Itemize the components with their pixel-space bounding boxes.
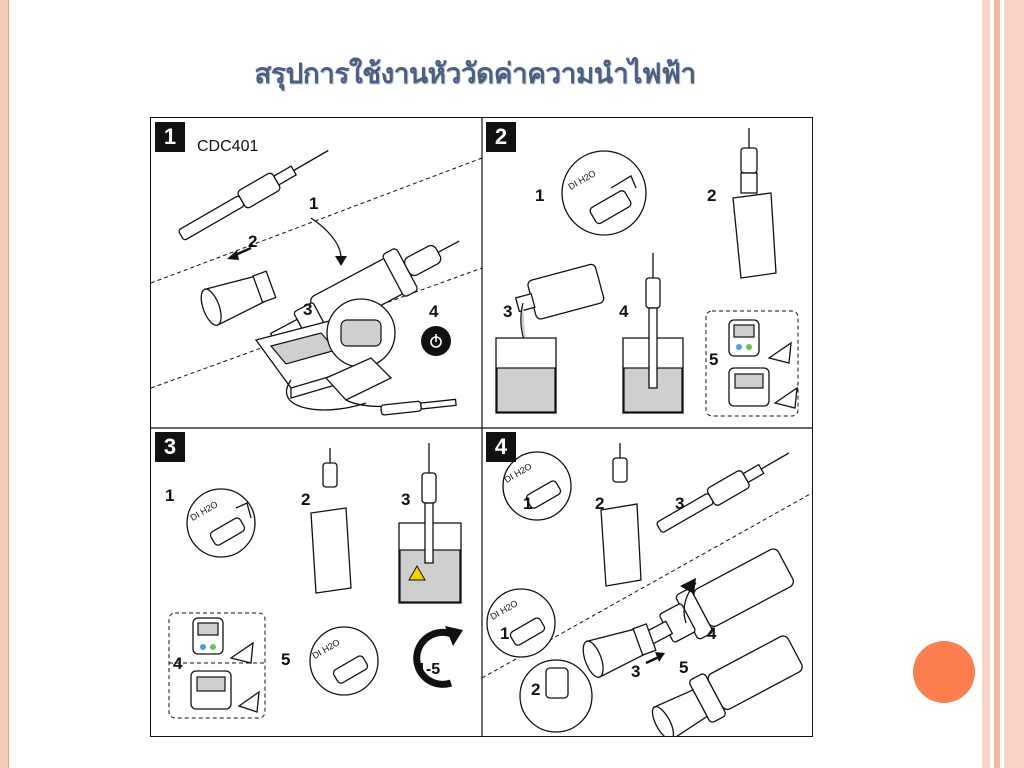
panel-1-number: 1 bbox=[155, 122, 185, 152]
panel-2-step-4: 4 bbox=[619, 302, 629, 321]
panel-1-step-1: 1 bbox=[309, 194, 319, 213]
panel-3-step-4: 4 bbox=[173, 654, 183, 673]
panel-2-step-2: 2 bbox=[707, 186, 717, 205]
slide-title: สรุปการใช้งานหัววัดค่าความนำไฟฟ้า bbox=[254, 57, 696, 90]
panel-3-number: 3 bbox=[155, 432, 185, 462]
panel-4-number: 4 bbox=[486, 432, 516, 462]
panel-2-number: 2 bbox=[486, 122, 516, 152]
panel-2-step-1: 1 bbox=[535, 186, 545, 205]
left-border-stripe bbox=[0, 0, 9, 768]
panel-4-drawing bbox=[481, 443, 812, 736]
right-decor-stripes bbox=[976, 0, 1024, 768]
panel-4-step-1: 1 bbox=[523, 494, 533, 513]
panel-3-drawing bbox=[168, 443, 463, 719]
panel-4-step-3: 3 bbox=[675, 494, 685, 513]
panel-3-step-3: 3 bbox=[401, 490, 411, 509]
panel-3-step-2: 2 bbox=[301, 490, 311, 509]
panel-2-drawing bbox=[495, 128, 799, 417]
repeat-steps-label: 1-5 bbox=[417, 661, 441, 678]
panel-4-step-4: 4 bbox=[707, 624, 717, 643]
panel-4-step-2: 2 bbox=[595, 494, 605, 513]
figure-drawing: .l{fill:none;stroke:#111;stroke-width:1.… bbox=[151, 118, 812, 736]
panel-3-step-1: 1 bbox=[165, 486, 175, 505]
panel-4-step-3b: 3 bbox=[631, 662, 641, 681]
panel-2-step-3: 3 bbox=[503, 302, 513, 321]
panel-1-step-2: 2 bbox=[248, 232, 258, 251]
probe-model-label: CDC401 bbox=[197, 138, 259, 155]
panel-3-step-5: 5 bbox=[281, 650, 291, 669]
instruction-figure: .l{fill:none;stroke:#111;stroke-width:1.… bbox=[150, 117, 813, 737]
panel-1-drawing bbox=[151, 149, 483, 416]
panel-2-step-5: 5 bbox=[709, 350, 719, 369]
panel-4-step-2b: 2 bbox=[531, 680, 541, 699]
panel-4-step-5: 5 bbox=[679, 658, 689, 677]
panel-1-step-4: 4 bbox=[429, 302, 439, 321]
panel-1-step-3: 3 bbox=[303, 300, 313, 319]
orange-circle-decor bbox=[913, 641, 975, 703]
panel-4-step-1b: 1 bbox=[500, 624, 510, 643]
